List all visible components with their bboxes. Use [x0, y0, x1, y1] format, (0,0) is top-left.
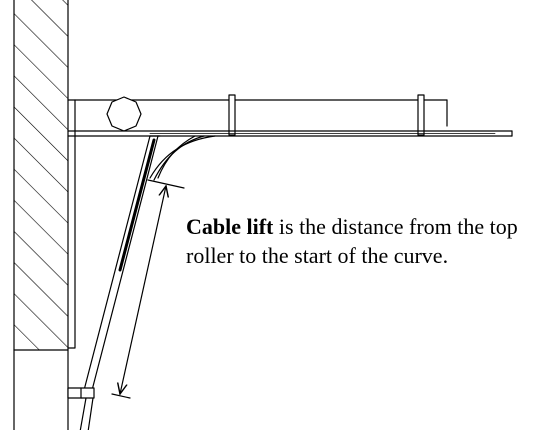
caption-term: Cable lift: [186, 214, 274, 239]
track-curve: [149, 135, 216, 181]
spring-shaft: [74, 94, 448, 136]
caption-text: is the distance from the top roller to t…: [186, 214, 518, 268]
horizontal-track: [67, 130, 513, 137]
cable-lift-dimension: [111, 179, 185, 399]
vertical-track: [79, 135, 159, 430]
cable-drum: [106, 96, 142, 132]
wall: [13, 0, 69, 430]
wall-bracket: [67, 99, 76, 349]
cable-lift-caption: Cable lift is the distance from the top …: [186, 212, 546, 270]
bottom-bracket: [67, 387, 95, 399]
